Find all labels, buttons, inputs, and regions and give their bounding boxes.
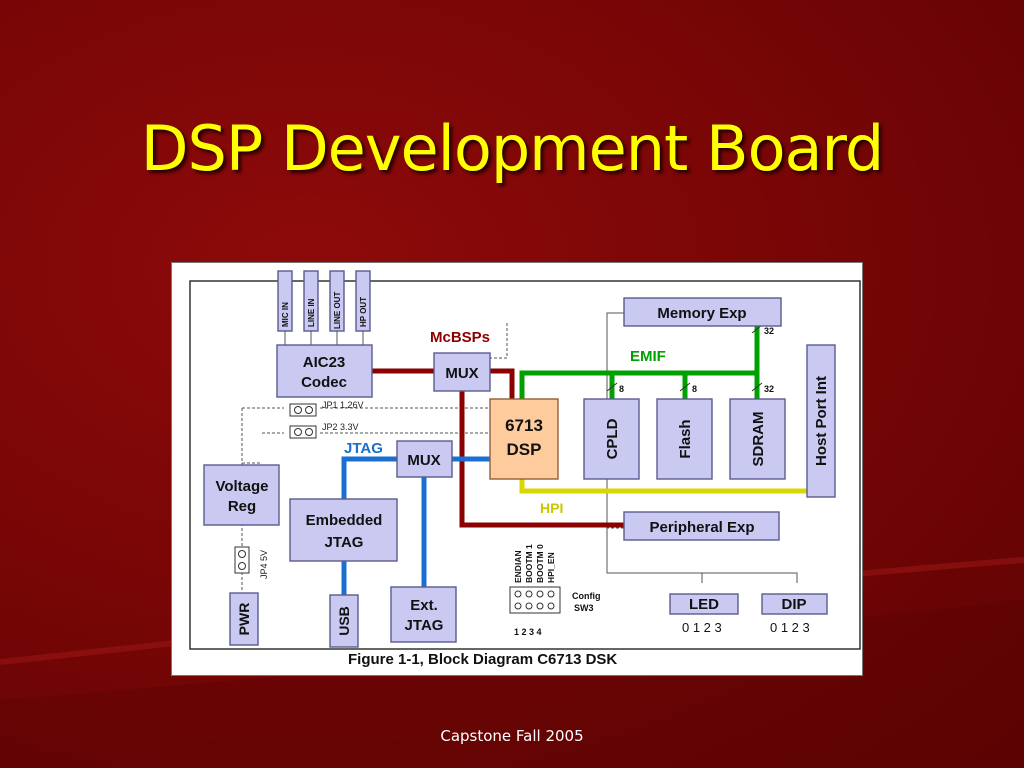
svg-text:JTAG: JTAG [325,534,364,551]
svg-text:CPLD: CPLD [604,418,621,459]
dip-block: DIP 0 1 2 3 [761,593,828,635]
sdram-width: 32 [764,384,774,394]
svg-text:Codec: Codec [301,374,347,391]
svg-text:JP1 1.26V: JP1 1.26V [322,400,364,410]
flash-block: Flash [656,398,713,480]
mux-jtag-block: MUX [396,440,453,478]
svg-text:MIC IN: MIC IN [281,302,290,327]
svg-text:DSP: DSP [507,440,542,459]
slide-footer: Capstone Fall 2005 [440,727,584,745]
svg-text:LED: LED [689,596,719,613]
cpld-block: CPLD [583,398,640,480]
svg-text:Reg: Reg [228,498,256,515]
svg-text:BOOTM 0: BOOTM 0 [535,544,545,583]
jumper-jp4: JP4 5V [234,546,269,579]
svg-text:SDRAM: SDRAM [750,412,767,467]
dip-bits: 0 1 2 3 [770,620,810,635]
peripheral-exp-block: Peripheral Exp [623,511,780,541]
jumper-jp1: JP1 1.26V [289,400,364,417]
svg-text:Peripheral Exp: Peripheral Exp [649,519,754,536]
block-diagram: 32 8 8 32 MIC IN LINE IN LINE OUT HP OUT… [189,270,861,668]
emif-label: EMIF [630,348,666,365]
svg-text:JP2 3.3V: JP2 3.3V [322,422,359,432]
connector-hp-out: HP OUT [355,270,371,332]
led-block: LED 0 1 2 3 [669,593,739,635]
svg-text:Memory Exp: Memory Exp [657,305,746,322]
svg-text:USB: USB [336,606,352,636]
svg-text:PWR: PWR [236,603,252,636]
embedded-jtag-block: Embedded JTAG [289,498,398,562]
memory-exp-width: 32 [764,326,774,336]
svg-text:Flash: Flash [677,419,694,458]
figure-caption: Figure 1-1, Block Diagram C6713 DSK [348,651,617,668]
memory-exp-block: Memory Exp [623,297,782,327]
svg-text:JTAG: JTAG [405,617,444,634]
mcbsps-label: McBSPs [430,329,490,346]
sdram-block: SDRAM [729,398,786,480]
svg-text:DIP: DIP [781,596,806,613]
svg-text:ENDIAN: ENDIAN [513,550,523,583]
connector-line-in: LINE IN [303,270,319,332]
block-diagram-figure: 32 8 8 32 MIC IN LINE IN LINE OUT HP OUT… [171,262,863,676]
led-bits: 0 1 2 3 [682,620,722,635]
connector-line-out: LINE OUT [329,270,345,332]
svg-text:HP OUT: HP OUT [359,297,368,327]
svg-text:Embedded: Embedded [306,512,383,529]
jtag-label: JTAG [344,440,383,457]
host-port-int-block: Host Port Int [806,344,836,498]
svg-text:MUX: MUX [407,452,440,469]
flash-width: 8 [692,384,697,394]
mux-top-block: MUX [433,352,491,392]
dsp-6713-block: 6713 DSP [489,398,559,480]
svg-text:Ext.: Ext. [410,597,438,614]
svg-text:AIC23: AIC23 [303,354,346,371]
svg-text:Host Port Int: Host Port Int [813,376,830,466]
svg-text:JP4 5V: JP4 5V [259,550,269,579]
ext-jtag-block: Ext. JTAG [390,586,457,643]
cpld-width: 8 [619,384,624,394]
pwr-block: PWR [229,592,259,646]
svg-text:Voltage: Voltage [215,478,268,495]
svg-text:1 2 3 4: 1 2 3 4 [514,627,542,637]
config-sw3: ENDIAN BOOTM 1 BOOTM 0 HPI_EN 1 2 3 4 Co… [509,544,601,637]
voltage-reg-block: Voltage Reg [203,464,280,526]
svg-text:Config: Config [572,591,601,601]
jumper-jp2: JP2 3.3V [289,422,359,439]
svg-text:BOOTM 1: BOOTM 1 [524,544,534,583]
slide-title: DSP Development Board [140,112,885,185]
svg-text:6713: 6713 [505,416,543,435]
connector-mic-in: MIC IN [277,270,293,332]
svg-text:LINE IN: LINE IN [307,298,316,327]
svg-text:SW3: SW3 [574,603,594,613]
aic23-codec-block: AIC23 Codec [276,344,373,398]
usb-block: USB [329,594,359,648]
svg-text:MUX: MUX [445,365,478,382]
svg-text:HPI_EN: HPI_EN [546,552,556,583]
diagram-border [189,280,861,650]
hpi-label: HPI [540,500,563,516]
svg-text:LINE OUT: LINE OUT [333,292,342,329]
